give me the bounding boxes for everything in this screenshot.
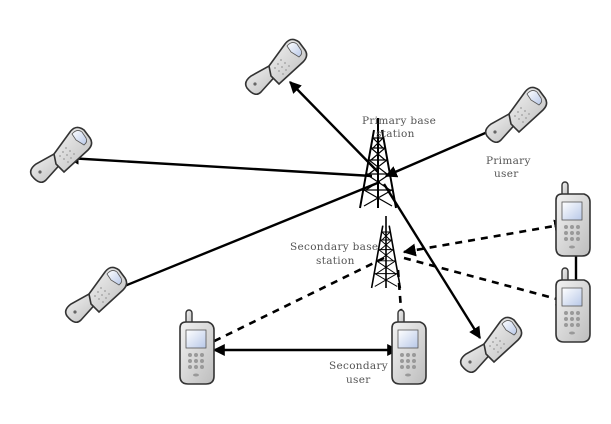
secondary-user-phone-icon [555, 267, 591, 343]
link-sbs-su-right-top [402, 219, 568, 257]
link-sbs-su-right-bottom [403, 256, 570, 306]
primary-base-station-label-line2: station [376, 128, 415, 140]
primary-user-phone-icon [29, 126, 93, 184]
primary-user-phone-icon [244, 38, 308, 96]
link-pbs-pu-left [66, 152, 373, 178]
primary-links [66, 81, 508, 340]
secondary-user-label-line2: user [346, 374, 371, 386]
secondary-user-phone-icon [179, 309, 215, 385]
secondary-user-phone-icon [555, 181, 591, 257]
primary-user-phone-icon [459, 316, 523, 374]
primary-user-label-line1: Primary [486, 155, 531, 167]
secondary-base-station-label-line1: Secondary base [290, 241, 378, 253]
primary-base-station-label-line1: Primary base [362, 115, 436, 127]
primary-user-label-line2: user [494, 168, 519, 180]
link-pbs-pu-top [289, 81, 379, 173]
secondary-base-station-label-line2: station [316, 255, 355, 267]
secondary-user-phone-icon [391, 309, 427, 385]
primary-user-phone-icon [64, 266, 128, 324]
secondary-user-label-line1: Secondary [329, 360, 388, 372]
link-pbs-pu-bottom-left [98, 180, 381, 298]
link-pbs-pu-bottom-right [382, 183, 482, 340]
link-sbs-su-left [194, 256, 385, 352]
primary-user-phone-icon [484, 86, 548, 144]
